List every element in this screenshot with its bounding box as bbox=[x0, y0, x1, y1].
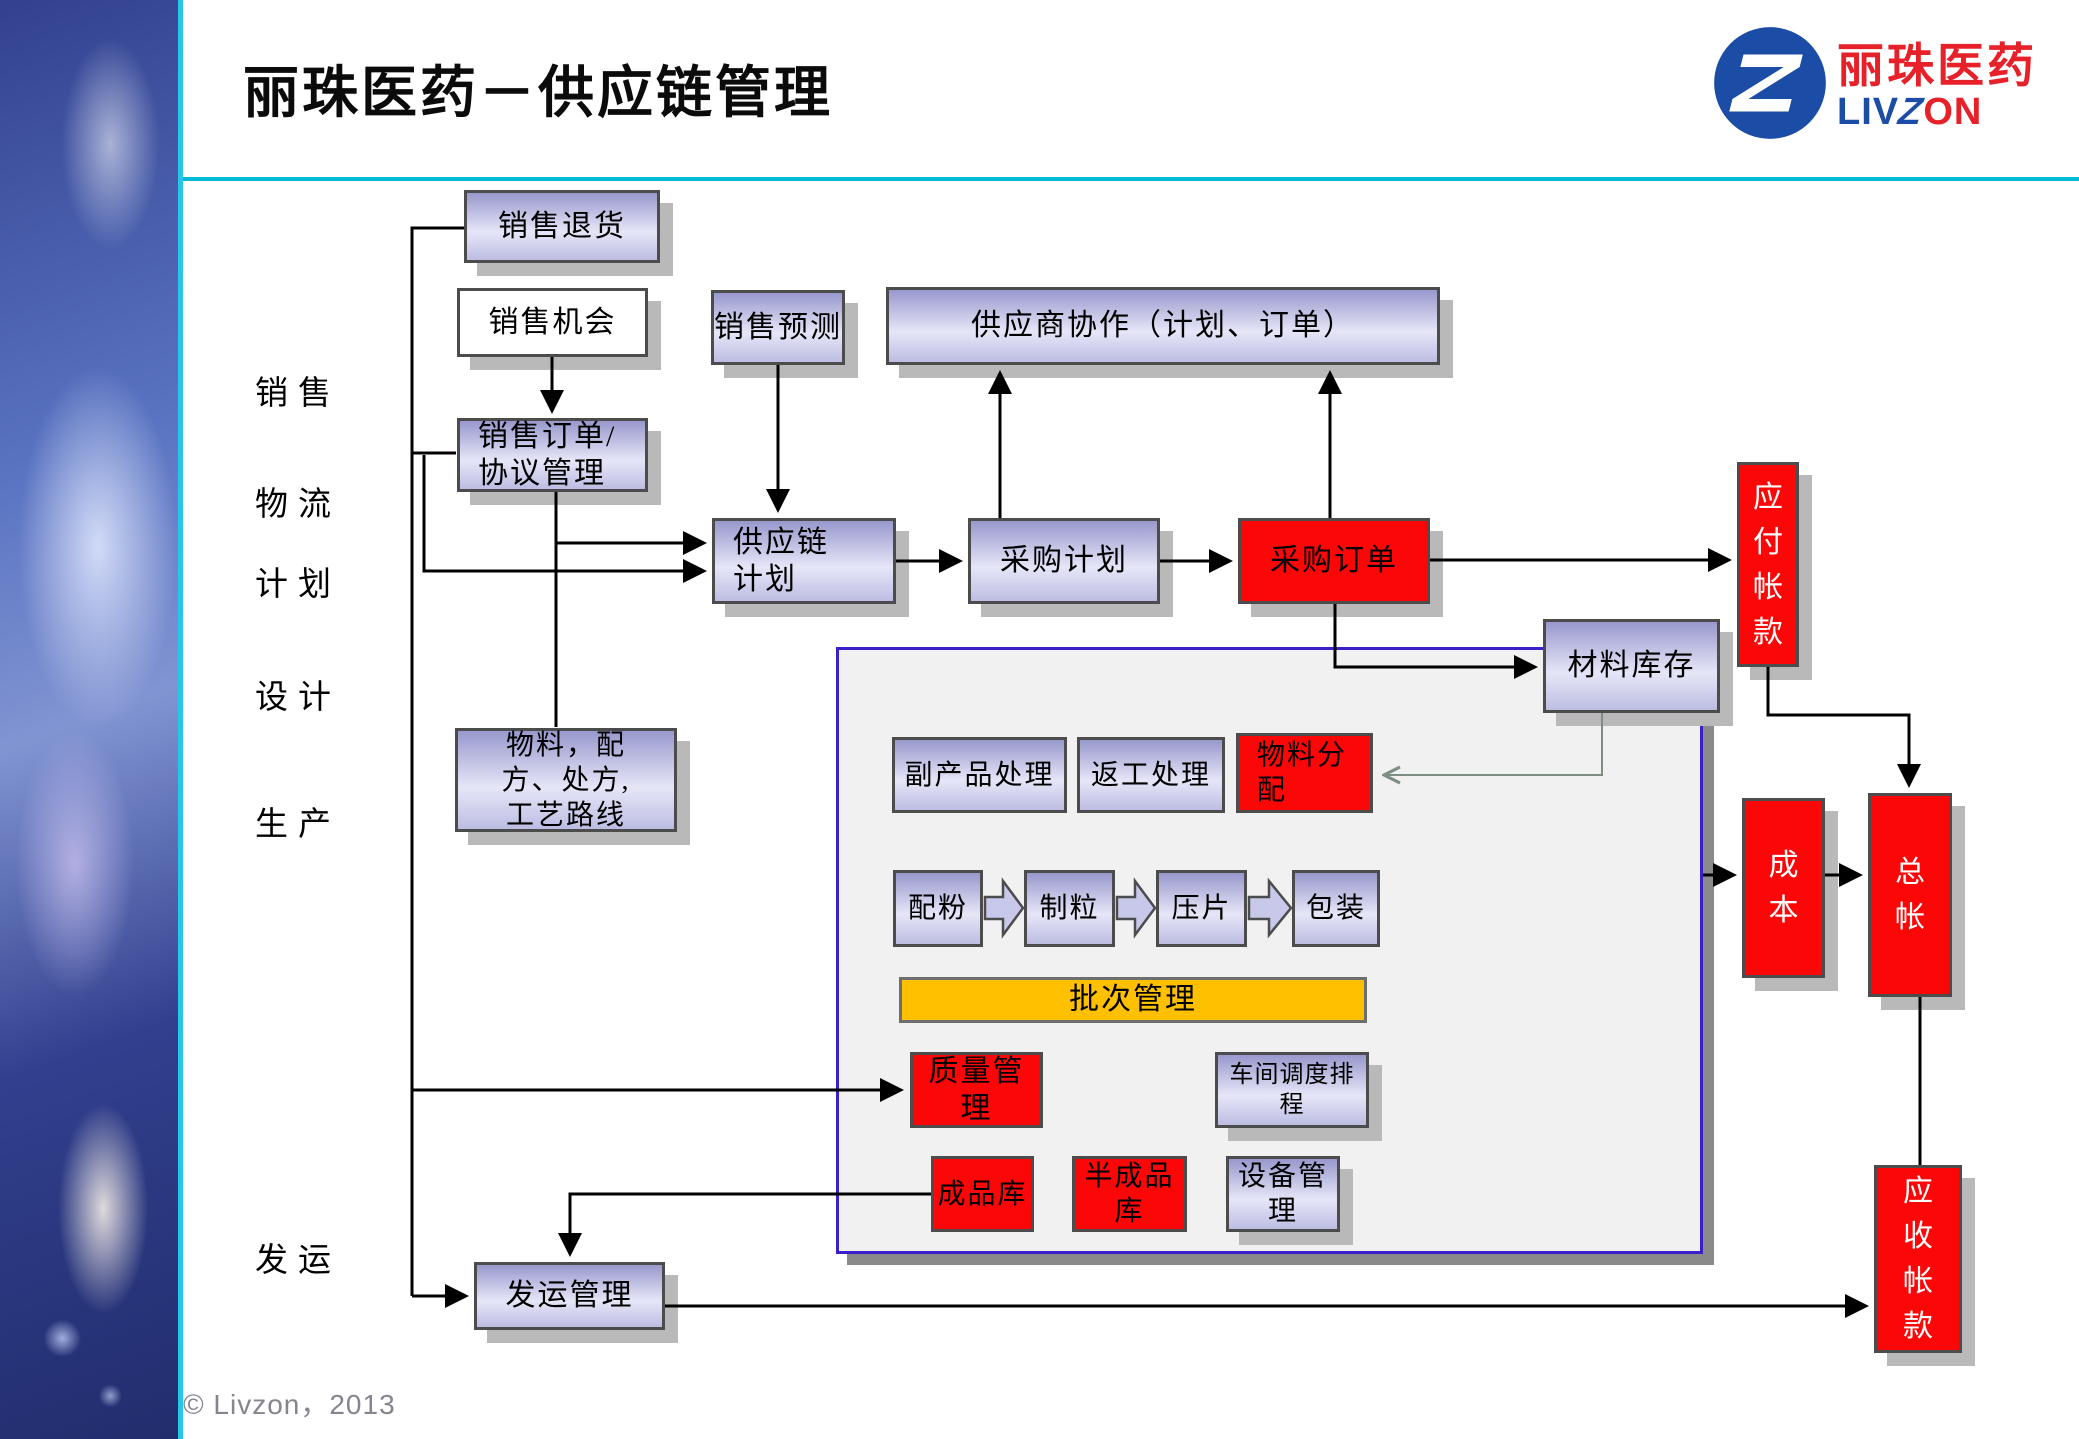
node-cost: 成 本 bbox=[1742, 798, 1825, 978]
livzon-logo-icon bbox=[1714, 27, 1826, 139]
node-purchase-plan: 采购计划 bbox=[968, 518, 1160, 604]
node-general-ledger: 总 帐 bbox=[1868, 793, 1952, 997]
node-accounts-payable: 应 付 帐 款 bbox=[1737, 462, 1799, 667]
node-accounts-receivable: 应 收 帐 款 bbox=[1874, 1165, 1962, 1353]
node-sales-order: 销售订单/ 协议管理 bbox=[457, 418, 648, 492]
node-step-packaging: 包装 bbox=[1292, 870, 1380, 947]
node-byproduct-processing: 副产品处理 bbox=[892, 737, 1067, 813]
node-shipping-management: 发运管理 bbox=[474, 1262, 665, 1330]
page-title: 丽珠医药－供应链管理 bbox=[243, 63, 833, 125]
node-supplier-collaboration: 供应商协作（计划、订单） bbox=[886, 287, 1440, 365]
lane-label-design: 设计 bbox=[255, 680, 341, 716]
node-finished-goods-store: 成品库 bbox=[931, 1156, 1034, 1232]
logo-latin: LIVZON bbox=[1837, 91, 2037, 133]
node-step-tableting: 压片 bbox=[1156, 870, 1247, 947]
node-supply-chain-plan: 供应链 计划 bbox=[712, 518, 896, 604]
node-sales-return: 销售退货 bbox=[464, 190, 660, 263]
node-sales-opportunity: 销售机会 bbox=[457, 288, 648, 357]
copyright-text: © Livzon，2013 bbox=[183, 1389, 396, 1420]
node-quality-management: 质量管理 bbox=[910, 1052, 1043, 1128]
lane-label-sales: 销售 bbox=[255, 376, 341, 412]
node-equipment-management: 设备管理 bbox=[1226, 1156, 1340, 1232]
node-material-allocation: 物料分 配 bbox=[1236, 733, 1373, 813]
node-batch-management: 批次管理 bbox=[899, 977, 1367, 1023]
lane-label-planning: 计划 bbox=[255, 567, 341, 603]
node-semi-finished-store: 半成品库 bbox=[1072, 1156, 1187, 1232]
node-workshop-scheduling: 车间调度排程 bbox=[1215, 1052, 1369, 1128]
lane-label-production: 生产 bbox=[255, 807, 341, 843]
lane-label-shipping: 发运 bbox=[255, 1243, 341, 1279]
logo-liv: LIV bbox=[1837, 91, 1900, 133]
decorative-sidebar-image bbox=[0, 0, 183, 1439]
lane-label-logistics: 物流 bbox=[255, 487, 341, 523]
livzon-logo: 丽珠医药 LIVZON bbox=[1713, 26, 2037, 140]
title-divider bbox=[183, 177, 2079, 181]
logo-chinese: 丽珠医药 bbox=[1837, 39, 2037, 92]
node-step-granulation: 制粒 bbox=[1024, 870, 1115, 947]
node-sales-forecast: 销售预测 bbox=[711, 290, 845, 365]
node-material-bom: 物料，配 方、处方, 工艺路线 bbox=[455, 728, 677, 832]
node-purchase-order: 采购订单 bbox=[1238, 518, 1430, 604]
node-material-inventory: 材料库存 bbox=[1543, 619, 1720, 713]
logo-on: ON bbox=[1923, 91, 1983, 133]
livzon-logo-text: 丽珠医药 LIVZON bbox=[1837, 26, 2037, 133]
arrow-ap-to-gl bbox=[1766, 667, 1921, 788]
node-step-powder: 配粉 bbox=[893, 870, 983, 947]
node-rework-processing: 返工处理 bbox=[1077, 737, 1225, 813]
